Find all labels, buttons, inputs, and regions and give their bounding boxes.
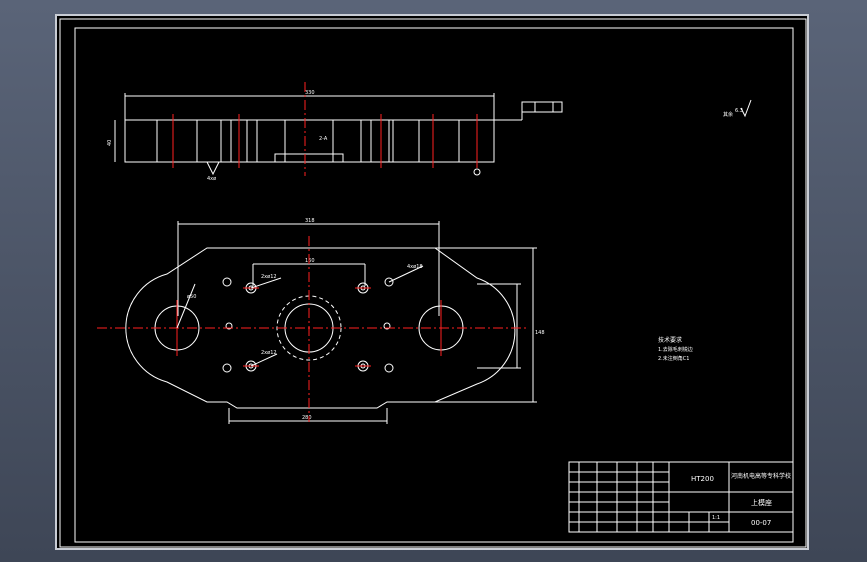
title-drawing-no: 00-07 — [751, 519, 771, 527]
svg-text:1.去除毛刺锐边: 1.去除毛刺锐边 — [658, 346, 693, 353]
label-holes-1: 4xø18 — [407, 264, 423, 270]
drawing-canvas: 330 40 2-A 4xø — [59, 18, 807, 548]
title-part-name: 上模座 — [751, 498, 772, 507]
label-holes-3: 2xø12 — [261, 350, 277, 356]
dim-top-width: 330 — [305, 90, 315, 96]
dim-right-height: 148 — [535, 330, 545, 336]
label-diameter-left: ø50 — [187, 294, 196, 300]
label-holes-2: 2xø12 — [261, 274, 277, 280]
cad-viewport[interactable]: 330 40 2-A 4xø — [55, 14, 809, 550]
section-view: 330 40 2-A 4xø — [107, 82, 563, 182]
tech-notes: 技术要求 1.去除毛刺锐边 2.未注倒角C1 — [658, 336, 693, 362]
svg-text:技术要求: 技术要求 — [658, 336, 682, 344]
title-scale: 1:1 — [712, 515, 720, 521]
svg-text:6.3: 6.3 — [735, 108, 743, 114]
plan-view: 318 148 280 160 — [97, 218, 545, 424]
svg-text:2.未注倒角C1: 2.未注倒角C1 — [658, 355, 689, 362]
section-label: 2-A — [319, 136, 328, 142]
dim-thickness: 40 — [107, 140, 113, 146]
title-material: HT200 — [691, 475, 714, 483]
title-block: HT200 河南机电高等专科学校 上模座 00-07 1:1 — [568, 461, 794, 533]
svg-text:其余: 其余 — [723, 111, 733, 118]
dim-plan-width: 318 — [305, 218, 315, 224]
roughness-symbol: 6.3 其余 — [723, 99, 752, 118]
title-school: 河南机电高等专科学校 — [731, 472, 791, 480]
dim-slot-spacing: 160 — [305, 258, 315, 264]
sheet-border — [59, 18, 807, 548]
dim-bottom-span: 280 — [302, 415, 312, 421]
hole-label-section: 4xø — [207, 176, 216, 182]
drawing-frame — [74, 27, 794, 543]
